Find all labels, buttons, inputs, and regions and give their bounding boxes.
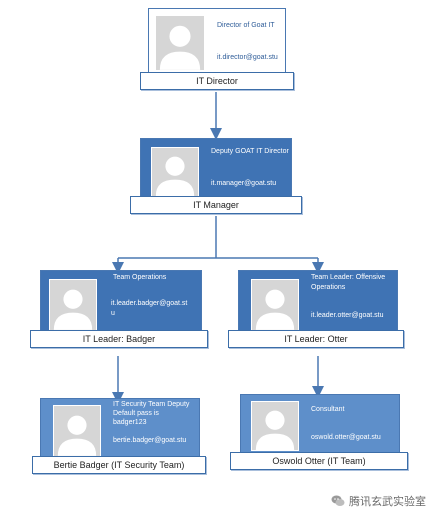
person-icon xyxy=(252,280,298,330)
avatar xyxy=(53,405,101,457)
manager-label: IT Manager xyxy=(130,196,302,214)
badger-label: IT Leader: Badger xyxy=(30,330,208,348)
oswold-card: Consultant oswold.otter@goat.stu xyxy=(240,394,400,454)
manager-email: it.manager@goat.stu xyxy=(211,180,277,187)
person-icon xyxy=(152,148,198,196)
watermark-text: 腾讯玄武实验室 xyxy=(349,496,426,508)
avatar xyxy=(155,15,205,71)
otter-title-line2: Operations xyxy=(311,284,346,291)
oswold-title: Consultant xyxy=(311,406,345,413)
bertie-line2: Default pass is xyxy=(113,410,159,417)
bertie-line1: IT Security Team Deputy xyxy=(113,401,190,408)
watermark: 腾讯玄武实验室 xyxy=(331,493,426,509)
bertie-line3: badger123 xyxy=(113,419,147,426)
director-label: IT Director xyxy=(140,72,294,90)
badger-title: Team Operations xyxy=(113,274,167,281)
person-icon xyxy=(252,402,298,450)
node-otter: Team Leader: Offensive Operations it.lea… xyxy=(228,270,404,358)
node-oswold: Consultant oswold.otter@goat.stu Oswold … xyxy=(230,394,408,474)
avatar xyxy=(251,279,299,331)
oswold-email: oswold.otter@goat.stu xyxy=(311,434,381,441)
bertie-label: Bertie Badger (IT Security Team) xyxy=(32,456,206,474)
avatar xyxy=(151,147,199,197)
person-icon xyxy=(156,16,204,70)
manager-card: Deputy GOAT IT Director it.manager@goat.… xyxy=(140,138,292,200)
badger-card: Team Operations it.leader.badger@goat.st… xyxy=(40,270,202,334)
avatar xyxy=(49,279,97,331)
badger-email-line2: u xyxy=(111,310,115,317)
otter-title-line1: Team Leader: Offensive xyxy=(311,274,386,281)
node-bertie: IT Security Team Deputy Default pass is … xyxy=(32,398,206,478)
bertie-card: IT Security Team Deputy Default pass is … xyxy=(40,398,200,460)
wechat-icon xyxy=(331,495,345,506)
node-badger: Team Operations it.leader.badger@goat.st… xyxy=(30,270,208,358)
director-title: Director of Goat IT xyxy=(217,22,275,29)
person-icon xyxy=(50,280,96,330)
oswold-label: Oswold Otter (IT Team) xyxy=(230,452,408,470)
director-email: it.director@goat.stu xyxy=(217,54,278,61)
director-card: Director of Goat IT it.director@goat.stu xyxy=(148,8,286,74)
otter-card: Team Leader: Offensive Operations it.lea… xyxy=(238,270,398,334)
bertie-email: bertie.badger@goat.stu xyxy=(113,437,187,444)
node-director: Director of Goat IT it.director@goat.stu… xyxy=(140,8,294,92)
manager-title: Deputy GOAT IT Director xyxy=(211,148,289,155)
person-icon xyxy=(54,406,100,456)
otter-email: it.leader.otter@goat.stu xyxy=(311,312,384,319)
badger-email-line1: it.leader.badger@goat.st xyxy=(111,300,188,307)
otter-label: IT Leader: Otter xyxy=(228,330,404,348)
avatar xyxy=(251,401,299,451)
node-manager: Deputy GOAT IT Director it.manager@goat.… xyxy=(130,138,302,218)
